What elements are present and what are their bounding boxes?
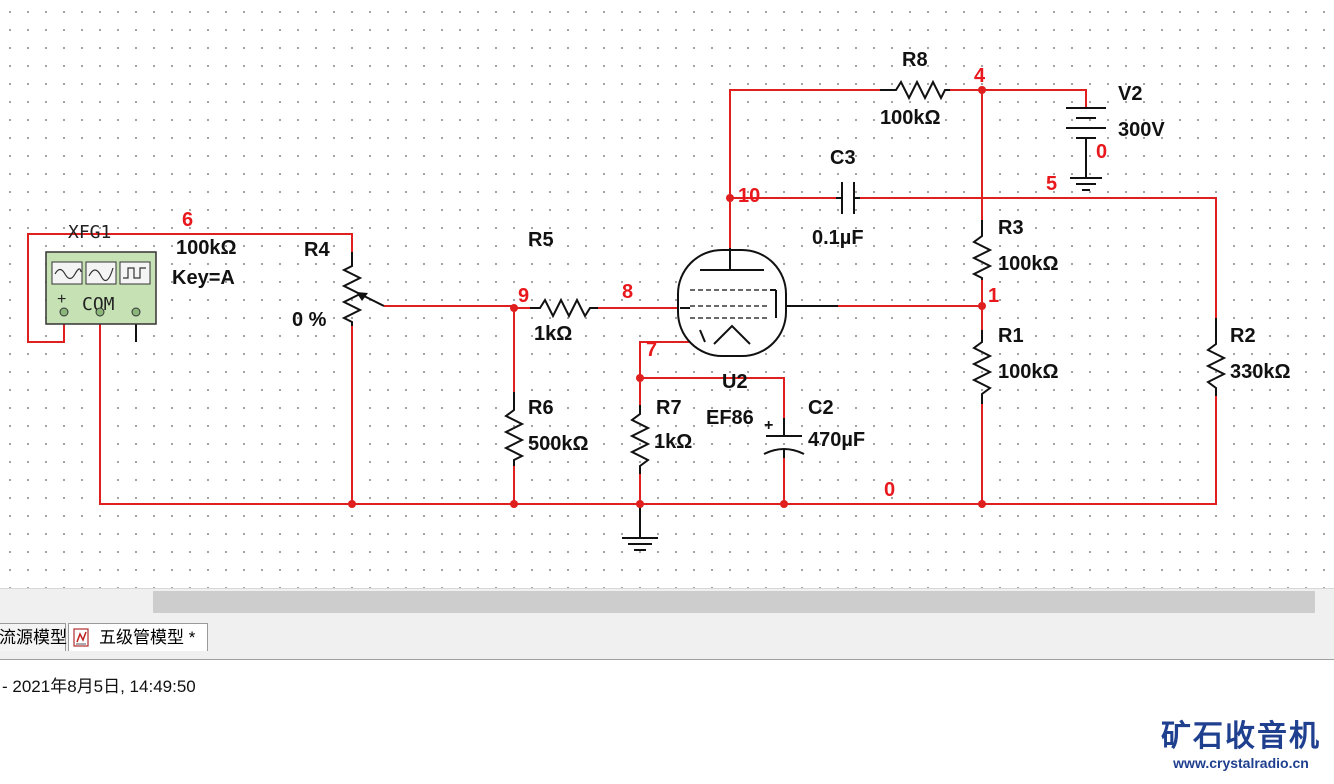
- node-5: 5: [1046, 173, 1057, 195]
- node-labels: 6 9 8 7 10 4 0 5 1 0: [182, 65, 1107, 501]
- c2-value: 470µF: [808, 429, 865, 451]
- r6-ref: R6: [528, 397, 554, 419]
- status-bar: - 2021年8月5日, 14:49:50: [0, 660, 1334, 710]
- watermark-url: www.crystalradio.cn: [1173, 755, 1309, 771]
- capacitor-c3[interactable]: C3 0.1µF: [812, 147, 864, 249]
- horizontal-scrollbar[interactable]: [0, 588, 1334, 617]
- v2-ref: V2: [1118, 83, 1142, 105]
- node-1: 1: [988, 285, 999, 307]
- tab-pentode-model[interactable]: 五级管模型 *: [68, 623, 208, 651]
- r4-setting: 0 %: [292, 309, 327, 331]
- document-tab-bar: 流源模型 五级管模型 *: [0, 617, 1334, 660]
- r7-ref: R7: [656, 397, 682, 419]
- function-generator-xfg1[interactable]: XFG1 + COM: [45, 222, 157, 325]
- potentiometer-r4[interactable]: R4 100kΩ Key=A 0 %: [172, 237, 385, 331]
- c2-ref: C2: [808, 397, 834, 419]
- c2-plus: +: [764, 417, 773, 434]
- node-8: 8: [622, 281, 633, 303]
- node-7: 7: [646, 339, 657, 361]
- r1-ref: R1: [998, 325, 1024, 347]
- junction-dots: [348, 86, 986, 508]
- r3-value: 100kΩ: [998, 253, 1059, 275]
- r8-ref: R8: [902, 49, 928, 71]
- resistor-r6[interactable]: R6 500kΩ: [503, 392, 589, 466]
- r2-value: 330kΩ: [1230, 361, 1291, 383]
- node-0-v2: 0: [1096, 141, 1107, 163]
- c3-value: 0.1µF: [812, 227, 864, 249]
- tab-label: 五级管模型 *: [99, 628, 196, 647]
- circuit-schematic[interactable]: XFG1 + COM R4 100kΩ Key=A 0 % R5 1kΩ R6 …: [0, 0, 1334, 588]
- status-timestamp: - 2021年8月5日, 14:49:50: [2, 677, 196, 696]
- pentode-tube-u2[interactable]: U2 EF86: [677, 248, 787, 429]
- r8-value: 100kΩ: [880, 107, 941, 129]
- resistor-r1[interactable]: R1 100kΩ: [971, 325, 1059, 404]
- r7-value: 1kΩ: [654, 431, 692, 453]
- r5-ref: R5: [528, 229, 554, 251]
- r6-value: 500kΩ: [528, 433, 589, 455]
- v2-value: 300V: [1118, 119, 1165, 141]
- watermark-title: 矿石收音机: [1161, 720, 1321, 753]
- r4-ref: R4: [304, 239, 330, 261]
- watermark-logo: 矿石收音机 www.crystalradio.cn: [1156, 720, 1326, 780]
- resistor-r7[interactable]: R7 1kΩ: [629, 397, 692, 474]
- node-4: 4: [974, 65, 986, 87]
- sine-wave-icon: [51, 261, 83, 285]
- c3-ref: C3: [830, 147, 856, 169]
- square-wave-icon: [119, 261, 151, 285]
- u2-ref: U2: [722, 371, 748, 393]
- tab-current-source-model[interactable]: 流源模型: [0, 623, 67, 651]
- battery-v2[interactable]: V2 300V: [1066, 83, 1165, 191]
- node-6: 6: [182, 209, 193, 231]
- xfg1-ref: XFG1: [68, 222, 111, 243]
- r2-ref: R2: [1230, 325, 1256, 347]
- tab-label: 流源模型: [0, 628, 67, 647]
- node-9: 9: [518, 285, 529, 307]
- resistor-r5[interactable]: R5 1kΩ: [528, 229, 598, 345]
- u2-model: EF86: [706, 407, 754, 429]
- resistor-r2[interactable]: R2 330kΩ: [1205, 318, 1291, 396]
- r3-ref: R3: [998, 217, 1024, 239]
- resistor-r8[interactable]: R8 100kΩ: [880, 49, 950, 129]
- r1-value: 100kΩ: [998, 361, 1059, 383]
- schematic-file-icon: [73, 628, 89, 647]
- node-0: 0: [884, 479, 895, 501]
- r4-key: Key=A: [172, 267, 235, 289]
- ground-symbol: [622, 537, 658, 551]
- capacitor-c2[interactable]: + C2 470µF: [763, 397, 865, 458]
- xfg1-com-label: COM: [82, 294, 115, 315]
- r5-value: 1kΩ: [534, 323, 572, 345]
- resistor-r3[interactable]: R3 100kΩ: [971, 217, 1059, 280]
- black-leads: [135, 150, 1087, 538]
- schematic-canvas[interactable]: [0, 0, 1334, 588]
- scrollbar-thumb[interactable]: [153, 591, 1315, 613]
- r4-value: 100kΩ: [176, 237, 237, 259]
- wires: [27, 89, 1217, 505]
- xfg1-plus: +: [57, 291, 66, 308]
- node-10: 10: [738, 185, 760, 207]
